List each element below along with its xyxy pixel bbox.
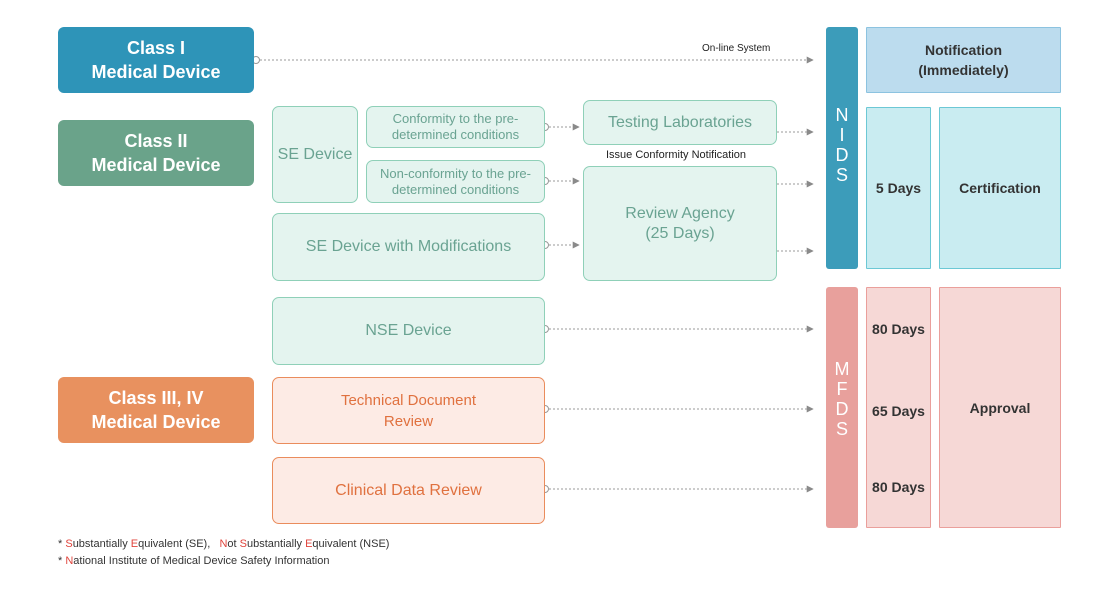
se-device-modifications-box: SE Device with Modifications [272, 213, 545, 281]
nids-letter: D [835, 145, 849, 165]
clinical-data-review-box: Clinical Data Review [272, 457, 545, 524]
nids-bar: N I D S [826, 27, 858, 269]
nids-letter: S [835, 165, 848, 185]
footnote-star: * [58, 538, 66, 550]
online-system-label: On-line System [702, 43, 771, 54]
footnote-text: ubstantially [72, 538, 131, 550]
approval-box: Approval [939, 287, 1061, 528]
footnote-text: quivalent (SE), [138, 538, 220, 550]
se-device-box: SE Device [272, 106, 358, 203]
mfds-letter: D [835, 399, 849, 419]
footnote-letter: E [305, 538, 313, 550]
class-1-box: Class I Medical Device [58, 27, 254, 93]
nids-letter: N [835, 105, 849, 125]
footnote-star: * [58, 555, 66, 567]
class-3-4-box: Class III, IV Medical Device [58, 377, 254, 443]
conformity-box: Conformity to the pre- determined condit… [366, 106, 545, 148]
footnote-letter: N [65, 555, 74, 567]
footnote-nids: * National Institute of Medical Device S… [58, 555, 329, 567]
footnote-letter: N [219, 538, 228, 550]
technical-document-review-box: Technical Document Review [272, 377, 545, 444]
footnote-text: ot [227, 538, 240, 550]
mfds-letter: S [835, 419, 848, 439]
notification-box: Notification (Immediately) [866, 27, 1061, 93]
footnote-letter: S [239, 538, 247, 550]
five-days-box: 5 Days [866, 107, 931, 269]
testing-laboratories-box: Testing Laboratories [583, 100, 777, 145]
nonconformity-box: Non-conformity to the pre- determined co… [366, 160, 545, 203]
footnote-text: ational Institute of Medical Device Safe… [73, 555, 330, 567]
footnote-text: ubstantially [246, 538, 306, 550]
days-65: 65 Days [872, 403, 925, 419]
class-2-box: Class II Medical Device [58, 120, 254, 186]
issue-conformity-notification-label: Issue Conformity Notification [606, 149, 746, 161]
mfds-days-column: 80 Days 65 Days 80 Days [866, 287, 931, 528]
nse-device-box: NSE Device [272, 297, 545, 365]
mfds-letter: F [836, 379, 848, 399]
mfds-bar: M F D S [826, 287, 858, 528]
days-80-clinical: 80 Days [872, 479, 925, 495]
nids-letter: I [839, 125, 845, 145]
footnote-text: quivalent (NSE) [312, 538, 390, 550]
footnote-letter: E [130, 538, 139, 550]
footnote-letter: S [65, 538, 73, 550]
certification-box: Certification [939, 107, 1061, 269]
days-80-technical: 80 Days [872, 321, 925, 337]
mfds-letter: M [834, 359, 850, 379]
footnote-se-nse: * Substantially Equivalent (SE), Not Sub… [58, 538, 389, 550]
review-agency-box: Review Agency (25 Days) [583, 166, 777, 281]
